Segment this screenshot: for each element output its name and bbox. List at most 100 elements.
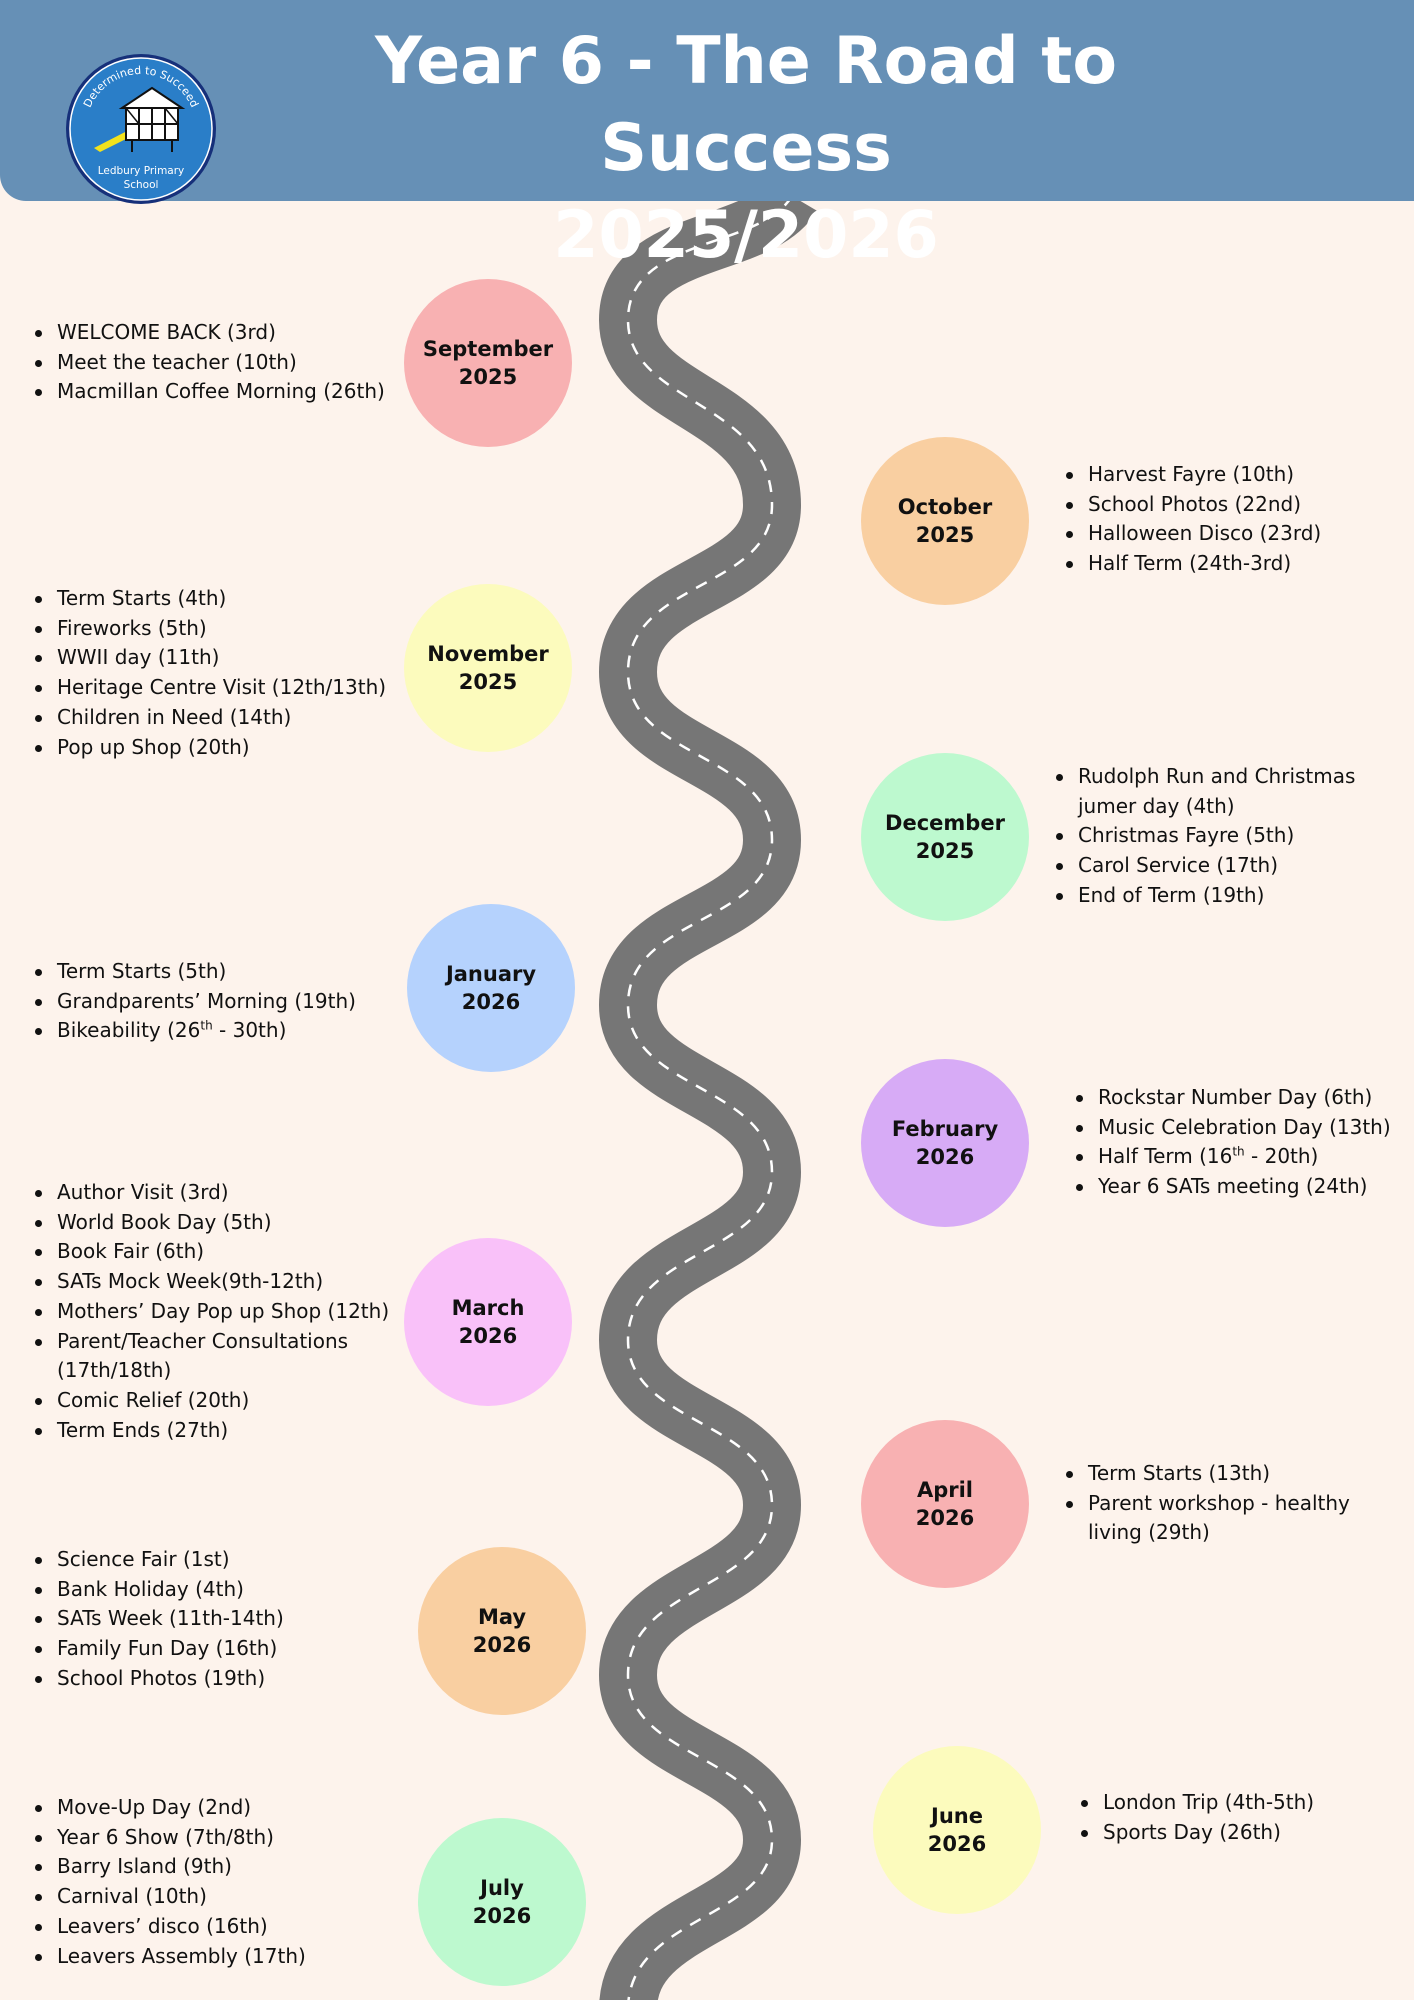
- month-year: 2026: [458, 1324, 518, 1348]
- event-item: School Photos (22nd): [1065, 490, 1321, 520]
- event-item: Children in Need (14th): [34, 703, 386, 733]
- event-item: Author Visit (3rd): [34, 1178, 389, 1208]
- event-item: Grandparents’ Morning (19th): [35, 987, 356, 1017]
- event-item: World Book Day (5th): [34, 1208, 389, 1238]
- event-item: SATs Week (11th-14th): [35, 1604, 284, 1634]
- month-circle-may: May 2026: [418, 1547, 586, 1715]
- ordinal-superscript: th: [200, 1018, 213, 1033]
- event-item: Bank Holiday (4th): [35, 1575, 284, 1605]
- event-item: Meet the teacher (10th): [35, 348, 385, 378]
- month-name: January: [445, 962, 537, 986]
- events-march: Author Visit (3rd) World Book Day (5th) …: [34, 1178, 389, 1446]
- month-year: 2026: [472, 1904, 532, 1928]
- event-item: Sports Day (26th): [1080, 1818, 1314, 1848]
- event-item-continued: jumer day (4th): [1078, 793, 1235, 818]
- month-circle-february: February 2026: [861, 1059, 1029, 1227]
- month-name: May: [477, 1605, 527, 1629]
- event-item: Comic Relief (20th): [34, 1386, 389, 1416]
- month-circle-november: November 2025: [404, 584, 572, 752]
- event-item: Bikeability (26th - 30th): [35, 1016, 356, 1046]
- page-title: Year 6 - The Road to Success 2025/2026: [248, 18, 1244, 279]
- month-circle-march: March 2026: [404, 1238, 572, 1406]
- month-circle-december: December 2025: [861, 753, 1029, 921]
- title-line-2: 2025/2026: [553, 198, 939, 273]
- event-item: WELCOME BACK (3rd): [35, 318, 385, 348]
- event-item: Heritage Centre Visit (12th/13th): [34, 673, 386, 703]
- event-item: School Photos (19th): [35, 1664, 284, 1694]
- event-item: London Trip (4th-5th): [1080, 1788, 1314, 1818]
- event-text-part: - 20th): [1244, 1144, 1319, 1169]
- month-year: 2025: [915, 839, 975, 863]
- events-october: Harvest Fayre (10th) School Photos (22nd…: [1065, 460, 1321, 579]
- event-item: Half Term (24th-3rd): [1065, 549, 1321, 579]
- event-text-part: Bikeability (26: [57, 1018, 201, 1043]
- month-circle-april: April 2026: [861, 1420, 1029, 1588]
- month-name: April: [916, 1478, 974, 1502]
- month-name: November: [427, 642, 549, 666]
- month-year: 2026: [472, 1633, 532, 1657]
- event-item: Term Starts (5th): [35, 957, 356, 987]
- event-item: Term Starts (4th): [34, 584, 386, 614]
- events-january: Term Starts (5th) Grandparents’ Morning …: [35, 957, 356, 1046]
- event-item: Fireworks (5th): [34, 614, 386, 644]
- event-item: Rockstar Number Day (6th): [1076, 1083, 1391, 1113]
- event-item: Leavers Assembly (17th): [35, 1942, 306, 1972]
- month-year: 2026: [927, 1832, 987, 1856]
- event-text-part: Half Term (16: [1098, 1144, 1233, 1169]
- events-february: Rockstar Number Day (6th) Music Celebrat…: [1076, 1083, 1391, 1202]
- event-item: Music Celebration Day (13th): [1076, 1113, 1391, 1143]
- event-item: Carnival (10th): [35, 1882, 306, 1912]
- event-item: Parent/Teacher Consultations: [34, 1327, 389, 1357]
- event-item-continued: living (29th): [1088, 1520, 1210, 1545]
- events-november: Term Starts (4th) Fireworks (5th) WWII d…: [34, 584, 386, 763]
- event-item: Book Fair (6th): [34, 1237, 389, 1267]
- event-item: Parent workshop - healthy: [1066, 1489, 1350, 1519]
- month-circle-september: September 2025: [404, 279, 572, 447]
- event-text-part: - 30th): [212, 1018, 287, 1043]
- events-june: London Trip (4th-5th) Sports Day (26th): [1080, 1788, 1314, 1848]
- month-circle-july: July 2026: [418, 1818, 586, 1986]
- month-name: June: [931, 1804, 983, 1828]
- month-year: 2025: [458, 365, 518, 389]
- month-circle-january: January 2026: [407, 904, 575, 1072]
- event-item: Macmillan Coffee Morning (26th): [35, 377, 385, 407]
- ordinal-superscript: th: [1232, 1144, 1245, 1159]
- event-item: Rudolph Run and Christmas: [1055, 762, 1355, 792]
- event-item: Term Ends (27th): [34, 1416, 389, 1446]
- event-item-continued: (17th/18th): [57, 1358, 172, 1383]
- month-year: 2025: [458, 670, 518, 694]
- logo-school-line-1: Ledbury Primary: [98, 165, 185, 177]
- month-year: 2026: [915, 1145, 975, 1169]
- event-item: Pop up Shop (20th): [34, 733, 386, 763]
- event-item: Year 6 Show (7th/8th): [35, 1823, 306, 1853]
- event-item: Term Starts (13th): [1066, 1459, 1350, 1489]
- event-item: Harvest Fayre (10th): [1065, 460, 1321, 490]
- event-item: WWII day (11th): [34, 643, 386, 673]
- event-item: Move-Up Day (2nd): [35, 1793, 306, 1823]
- month-circle-june: June 2026: [873, 1746, 1041, 1914]
- events-september: WELCOME BACK (3rd) Meet the teacher (10t…: [35, 318, 385, 407]
- event-item: Mothers’ Day Pop up Shop (12th): [34, 1297, 389, 1327]
- header-banner: Year 6 - The Road to Success 2025/2026: [0, 0, 1414, 273]
- month-name: October: [897, 495, 993, 519]
- event-item: Barry Island (9th): [35, 1852, 306, 1882]
- month-year: 2025: [915, 523, 975, 547]
- events-april: Term Starts (13th) Parent workshop - hea…: [1066, 1459, 1350, 1548]
- event-item: Year 6 SATs meeting (24th): [1076, 1172, 1391, 1202]
- month-circle-october: October 2025: [861, 437, 1029, 605]
- month-name: September: [422, 337, 554, 361]
- events-may: Science Fair (1st) Bank Holiday (4th) SA…: [35, 1545, 284, 1694]
- event-item: Leavers’ disco (16th): [35, 1912, 306, 1942]
- event-item: Science Fair (1st): [35, 1545, 284, 1575]
- month-year: 2026: [461, 990, 521, 1014]
- event-item: SATs Mock Week(9th-12th): [34, 1267, 389, 1297]
- events-july: Move-Up Day (2nd) Year 6 Show (7th/8th) …: [35, 1793, 306, 1972]
- events-december: Rudolph Run and Christmas jumer day (4th…: [1055, 762, 1355, 911]
- event-item: Family Fun Day (16th): [35, 1634, 284, 1664]
- title-line-1: Year 6 - The Road to Success: [375, 24, 1117, 186]
- logo-school-line-2: School: [124, 179, 159, 191]
- month-name: July: [480, 1876, 524, 1900]
- event-item: End of Term (19th): [1055, 881, 1355, 911]
- event-item: Carol Service (17th): [1055, 851, 1355, 881]
